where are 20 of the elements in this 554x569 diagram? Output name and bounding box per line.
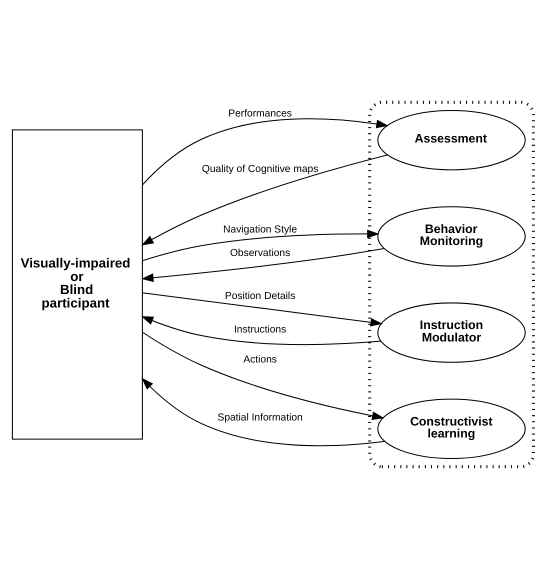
edge-label: Position Details [224,290,296,302]
arrow [142,230,380,262]
edge-label: Actions [243,354,277,366]
arrow [141,378,385,446]
edge-label: Quality of Cognitive maps [202,164,318,175]
node-ellipse: Constructivist learning [377,398,526,460]
edge-label: Observations [230,248,290,259]
edge-label: Performances [228,108,292,120]
edge-label: Navigation Style [223,224,298,236]
node-ellipse: Assessment [377,110,526,170]
node-box: Visually-impaired or Blind participant [12,129,143,440]
arrow [141,316,381,346]
edge-label: Spatial Information [218,412,303,424]
arrow [142,292,383,327]
node-ellipse: Instruction Modulator [377,302,526,363]
node-ellipse: Behavior Monitoring [377,206,526,267]
arrow [141,154,388,246]
arrow [142,118,389,186]
edge-label: Instructions [234,324,286,336]
arrow [142,332,384,420]
